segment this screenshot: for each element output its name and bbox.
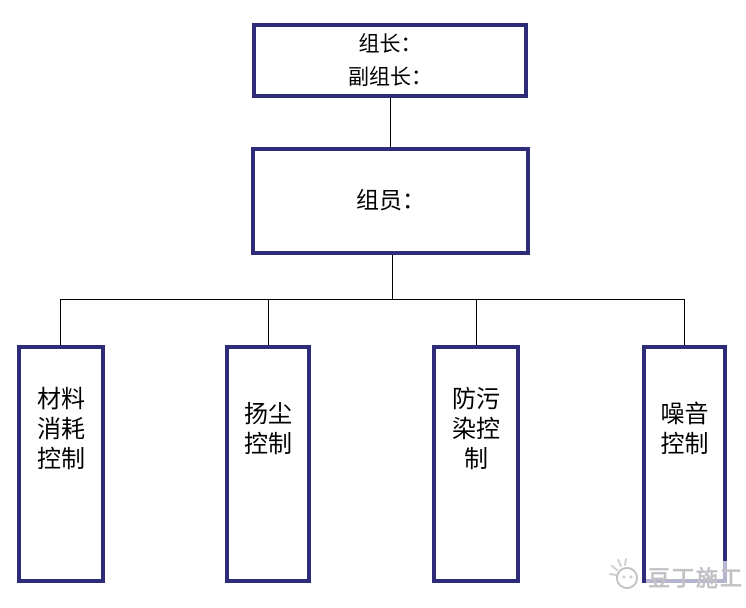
node-pollution-prevention-control: 防污 染控 制	[432, 345, 520, 583]
child-3-line-3: 制	[464, 447, 488, 473]
child-2-line-2: 控制	[244, 432, 292, 458]
members-label: 组员：	[356, 188, 425, 213]
child-3-line-2: 染控	[452, 417, 500, 443]
child-1-line-1: 材料	[37, 387, 85, 413]
connector-drop-pollution	[476, 299, 477, 345]
watermark-text: 豆丁施工	[646, 561, 746, 593]
node-noise-control: 噪音 控制	[642, 345, 727, 583]
leader-line-2: 副组长：	[348, 64, 432, 89]
connector-drop-material	[60, 299, 61, 345]
node-dust-control: 扬尘 控制	[225, 345, 311, 583]
connector-horizontal-rail	[60, 299, 685, 300]
node-leader: 组长： 副组长：	[252, 23, 528, 98]
child-1-line-2: 消耗	[37, 417, 85, 443]
node-members: 组员：	[251, 147, 530, 255]
leader-line-1: 组长：	[358, 31, 422, 56]
connector-drop-noise	[684, 299, 685, 345]
node-material-consumption-control: 材料 消耗 控制	[17, 345, 105, 583]
connector-leader-to-members	[390, 98, 391, 147]
connector-members-to-rail	[392, 255, 393, 299]
watermark: 豆丁施工	[608, 556, 746, 598]
child-3-line-1: 防污	[452, 387, 500, 413]
child-1-line-3: 控制	[37, 447, 85, 473]
child-4-line-2: 控制	[660, 432, 709, 458]
child-4-line-1: 噪音	[660, 402, 709, 428]
connector-drop-dust	[268, 299, 269, 345]
docin-bean-logo-icon	[608, 556, 642, 598]
child-2-line-1: 扬尘	[244, 402, 292, 428]
